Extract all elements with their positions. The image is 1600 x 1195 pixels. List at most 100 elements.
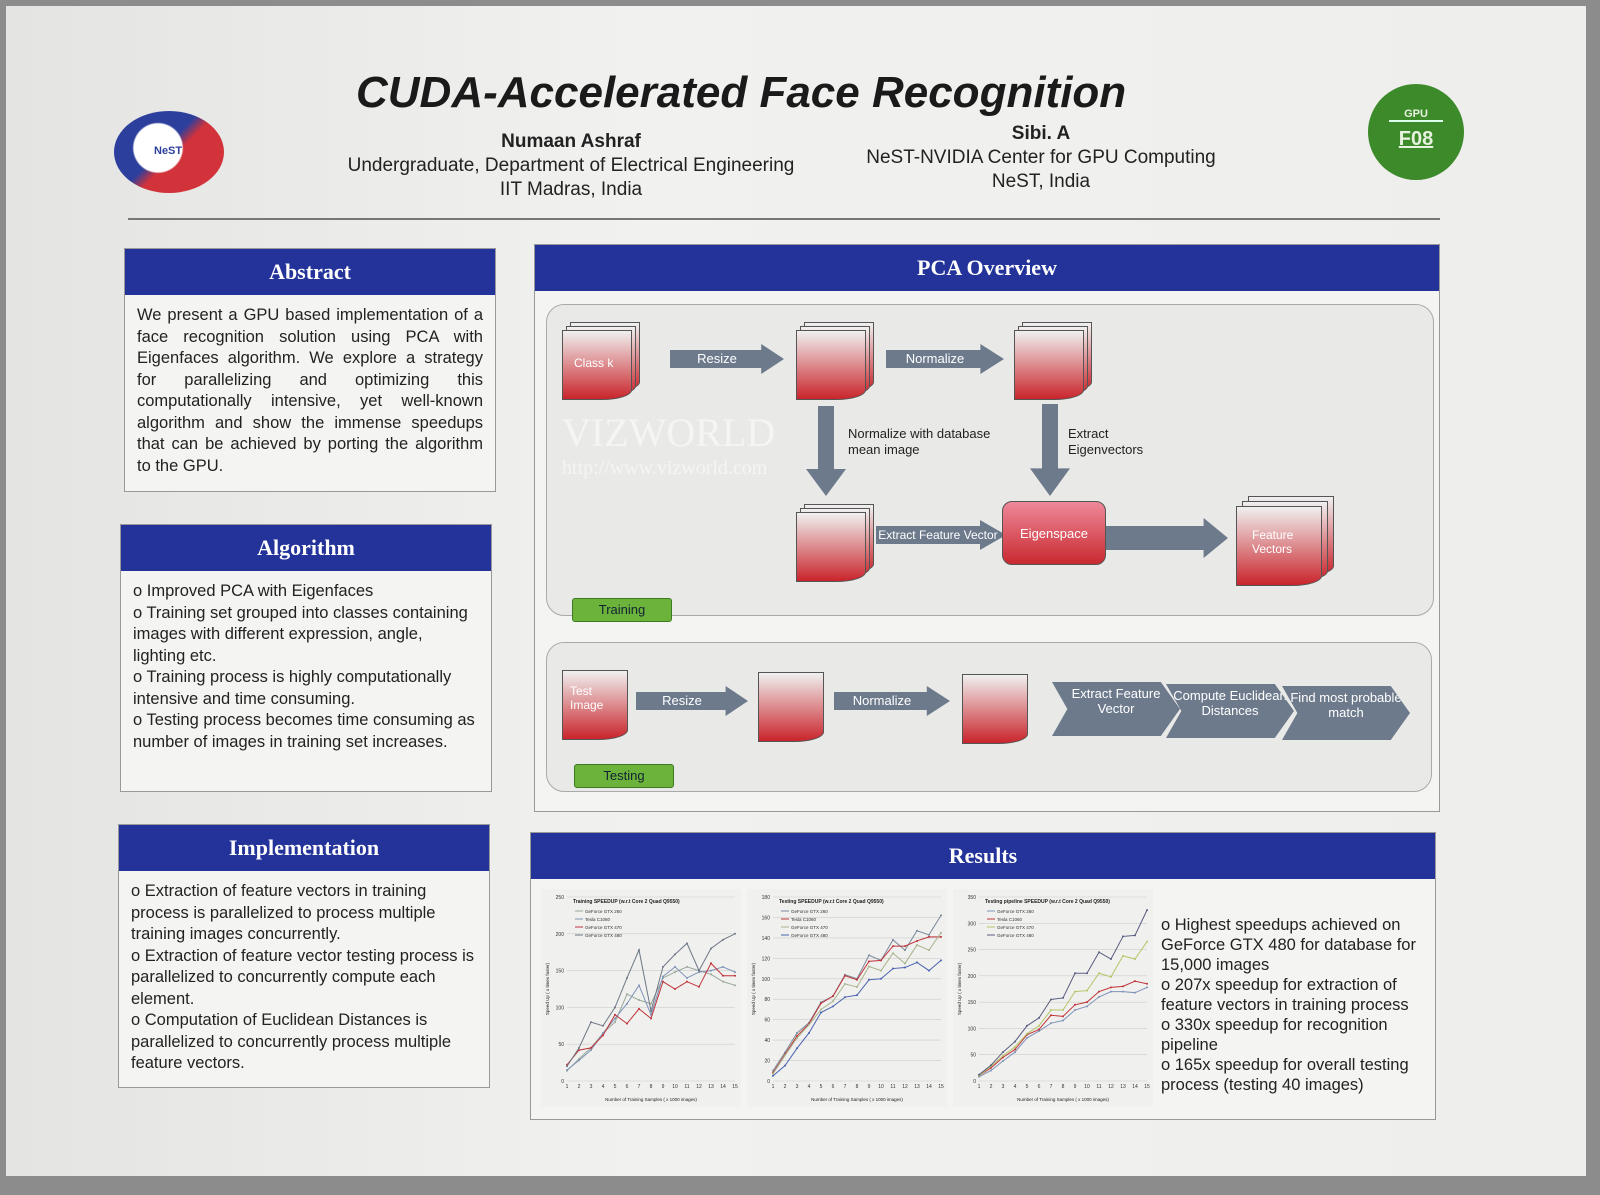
chart-title: Testing pipeline SPEEDUP (w.r.t Core 2 Q…	[985, 899, 1110, 905]
y-tick-label: 250	[556, 895, 565, 901]
x-tick-label: 9	[1074, 1084, 1077, 1090]
list-item: o Testing process becomes time consuming…	[133, 711, 475, 751]
author-location: NeST, India	[991, 171, 1091, 192]
data-point	[614, 1017, 616, 1020]
testing-tag: Testing	[574, 764, 674, 788]
data-point	[940, 935, 942, 938]
data-point	[734, 984, 736, 987]
data-point	[1146, 982, 1148, 985]
data-point	[844, 982, 846, 985]
data-point	[578, 1046, 580, 1049]
data-point	[868, 960, 870, 963]
x-tick-label: 12	[902, 1084, 908, 1090]
legend-entry: GeForce GTX 260	[997, 909, 1034, 914]
y-tick-label: 250	[968, 948, 977, 954]
x-tick-label: 1	[978, 1084, 981, 1090]
list-item: o Extraction of feature vectors in train…	[131, 882, 436, 943]
data-point	[1050, 998, 1052, 1001]
data-point	[710, 969, 712, 972]
data-point	[1038, 1028, 1040, 1031]
data-point	[1026, 1024, 1028, 1027]
doc-label: Class k	[574, 356, 614, 370]
extract-eigenvectors-label: Extract Eigenvectors	[1068, 426, 1144, 457]
x-tick-label: 1	[566, 1084, 569, 1090]
data-point	[856, 978, 858, 981]
data-point	[1050, 1014, 1052, 1017]
data-point	[734, 971, 736, 974]
x-tick-label: 9	[662, 1084, 665, 1090]
data-point	[1026, 1036, 1028, 1039]
x-tick-label: 6	[832, 1084, 835, 1090]
eigenspace-box: Eigenspace	[1002, 501, 1106, 565]
data-point	[1038, 1030, 1040, 1033]
data-point	[808, 1031, 810, 1034]
data-point	[1146, 986, 1148, 989]
data-point	[614, 1021, 616, 1024]
normalized-images-icon	[1014, 322, 1092, 400]
data-point	[784, 1054, 786, 1057]
data-point	[1050, 1009, 1052, 1012]
y-tick-label: 120	[762, 956, 771, 962]
legend-entry: GeForce GTX 480	[585, 933, 622, 938]
legend-entry: Tesla C1060	[585, 917, 611, 922]
extract-feature-vector-step: Extract Feature Vector	[1052, 682, 1180, 736]
data-point	[820, 1002, 822, 1005]
x-tick-label: 1	[772, 1084, 775, 1090]
x-tick-label: 8	[856, 1084, 859, 1090]
x-tick-label: 15	[1144, 1084, 1150, 1090]
data-point	[892, 938, 894, 941]
data-point	[1110, 990, 1112, 993]
y-axis-label: Speed Up ( x times faster)	[545, 962, 550, 1015]
data-point	[916, 961, 918, 964]
data-point	[1074, 990, 1076, 993]
data-point	[1098, 951, 1100, 954]
data-point	[1134, 934, 1136, 937]
data-point	[710, 973, 712, 976]
data-point	[892, 952, 894, 955]
abstract-text: We present a GPU based implementation of…	[137, 306, 483, 475]
doc-label: Feature Vectors	[1252, 528, 1294, 556]
y-tick-label: 40	[764, 1038, 770, 1044]
data-point	[1002, 1054, 1004, 1057]
legend-entry: Tesla C1060	[997, 917, 1023, 922]
x-tick-label: 8	[650, 1084, 653, 1090]
algorithm-list: o Improved PCA with Eigenfaces o Trainin…	[121, 571, 491, 763]
legend-entry: GeForce GTX 480	[997, 933, 1034, 938]
x-tick-label: 3	[796, 1084, 799, 1090]
legend-entry: GeForce GTX 260	[585, 909, 622, 914]
data-point	[1014, 1045, 1016, 1048]
y-tick-label: 0	[561, 1079, 564, 1085]
section-heading: Abstract	[125, 249, 495, 295]
data-point	[796, 1037, 798, 1040]
data-point	[1026, 1032, 1028, 1035]
data-point	[856, 994, 858, 997]
data-point	[1134, 991, 1136, 994]
data-point	[710, 962, 712, 965]
badge-code: F08	[1398, 128, 1434, 150]
author-1: Numaan Ashraf Undergraduate, Department …	[336, 130, 806, 202]
data-point	[916, 939, 918, 942]
data-point	[990, 1064, 992, 1067]
data-point	[940, 914, 942, 917]
y-tick-label: 50	[558, 1042, 564, 1048]
data-point	[820, 1011, 822, 1014]
data-point	[940, 931, 942, 934]
data-point	[1014, 1048, 1016, 1051]
data-point	[578, 1049, 580, 1052]
data-point	[916, 929, 918, 932]
mean-normalized-images-icon	[796, 504, 874, 582]
poster-title: CUDA-Accelerated Face Recognition	[356, 68, 1127, 117]
data-point	[1122, 954, 1124, 957]
badge-label: GPU	[1389, 108, 1443, 122]
data-point	[650, 1002, 652, 1005]
data-point	[1146, 940, 1148, 943]
data-point	[590, 1049, 592, 1052]
data-point	[626, 976, 628, 979]
x-tick-label: 7	[1050, 1084, 1053, 1090]
data-point	[590, 1046, 592, 1049]
series-line	[978, 986, 1148, 1078]
legend-entry: Tesla C1060	[791, 917, 817, 922]
data-point	[892, 945, 894, 948]
data-point	[686, 965, 688, 968]
class-images-icon: Class k	[562, 322, 640, 400]
